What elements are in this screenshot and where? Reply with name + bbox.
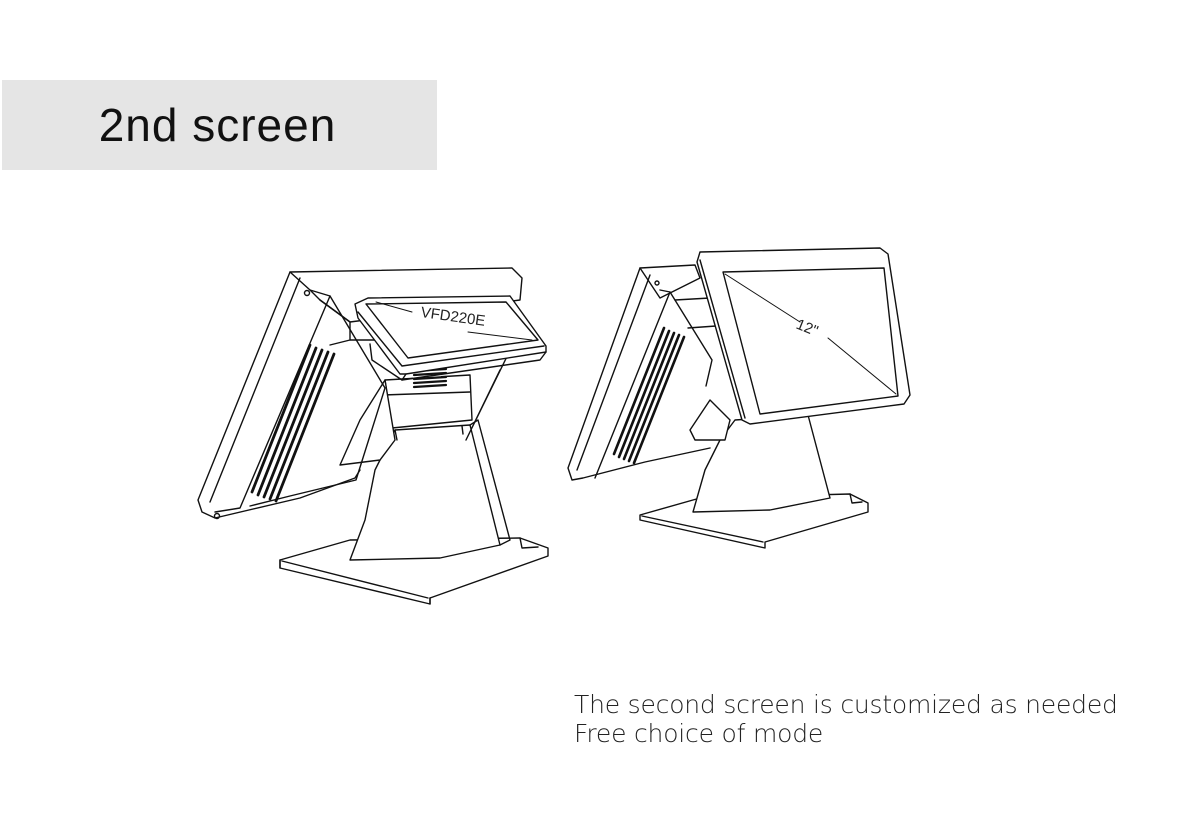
caption-block: The second screen is customized as neede… <box>574 690 1118 748</box>
section-title-banner: 2nd screen <box>2 80 437 170</box>
section-title: 2nd screen <box>98 99 337 151</box>
caption-line-mode: Free choice of mode <box>574 719 824 748</box>
caption-line-customized: The second screen is customized as neede… <box>574 690 1118 719</box>
